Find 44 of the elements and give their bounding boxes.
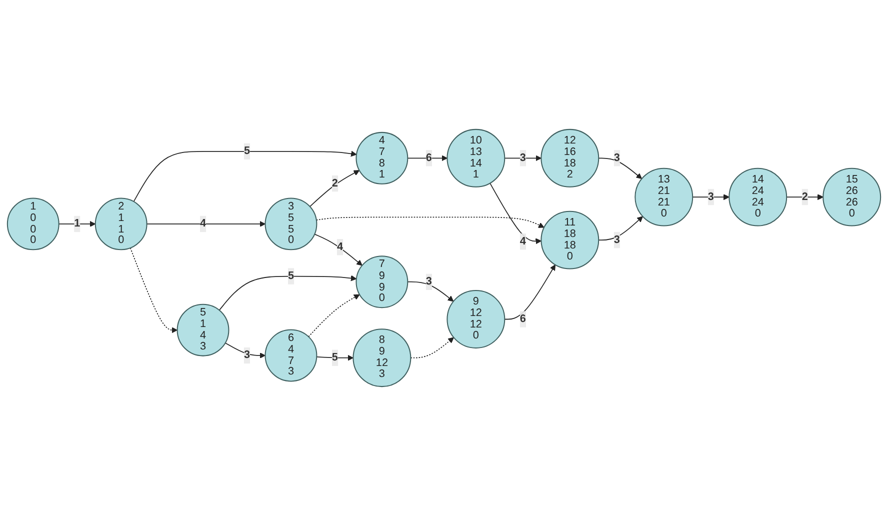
arrow <box>224 342 266 358</box>
arrow <box>314 234 362 266</box>
arrow <box>316 354 354 361</box>
edge-label: 4 <box>200 218 206 230</box>
arrow <box>490 182 542 244</box>
node-circle: 1 0 0 0 <box>6 198 60 250</box>
node-circle: 14 24 24 0 <box>728 168 788 226</box>
edge-label: 5 <box>244 145 250 157</box>
edge-label: 2 <box>332 177 338 189</box>
edge-label: 1 <box>74 218 80 230</box>
edge-label: 3 <box>426 276 432 288</box>
arrow <box>146 220 266 227</box>
arrow <box>407 155 448 162</box>
arrow <box>598 216 643 240</box>
edge-label: 5 <box>332 352 338 364</box>
arrow <box>218 275 357 311</box>
edge-label: 3 <box>520 152 526 164</box>
edge-label: 4 <box>520 235 526 247</box>
edge-label: 3 <box>614 234 620 246</box>
node-circle: 11 18 18 0 <box>540 210 600 270</box>
edge-label: 3 <box>708 190 714 202</box>
edge-label: 5 <box>288 270 294 282</box>
arrow <box>692 194 730 200</box>
arrow <box>316 216 544 228</box>
edge-label: 6 <box>520 313 526 325</box>
arrow <box>504 264 556 320</box>
arrow <box>58 220 96 227</box>
arrow <box>130 248 178 334</box>
arrow <box>598 158 642 179</box>
edge-label: 3 <box>614 152 620 164</box>
node-circle: 4 7 8 1 <box>356 132 408 184</box>
edge-label: 2 <box>802 190 808 202</box>
edge-label: 3 <box>244 349 250 361</box>
arrow <box>504 155 542 162</box>
edge-label: 6 <box>426 152 432 164</box>
arrow <box>410 337 454 358</box>
arrow <box>133 150 357 202</box>
arrow <box>309 170 360 207</box>
arrow <box>308 294 360 338</box>
node-circle: 5 1 4 3 <box>176 304 230 356</box>
arrow <box>407 281 454 302</box>
edge-label: 4 <box>336 241 344 253</box>
arrow <box>786 194 824 200</box>
node-circle: 15 26 26 0 <box>822 168 882 226</box>
